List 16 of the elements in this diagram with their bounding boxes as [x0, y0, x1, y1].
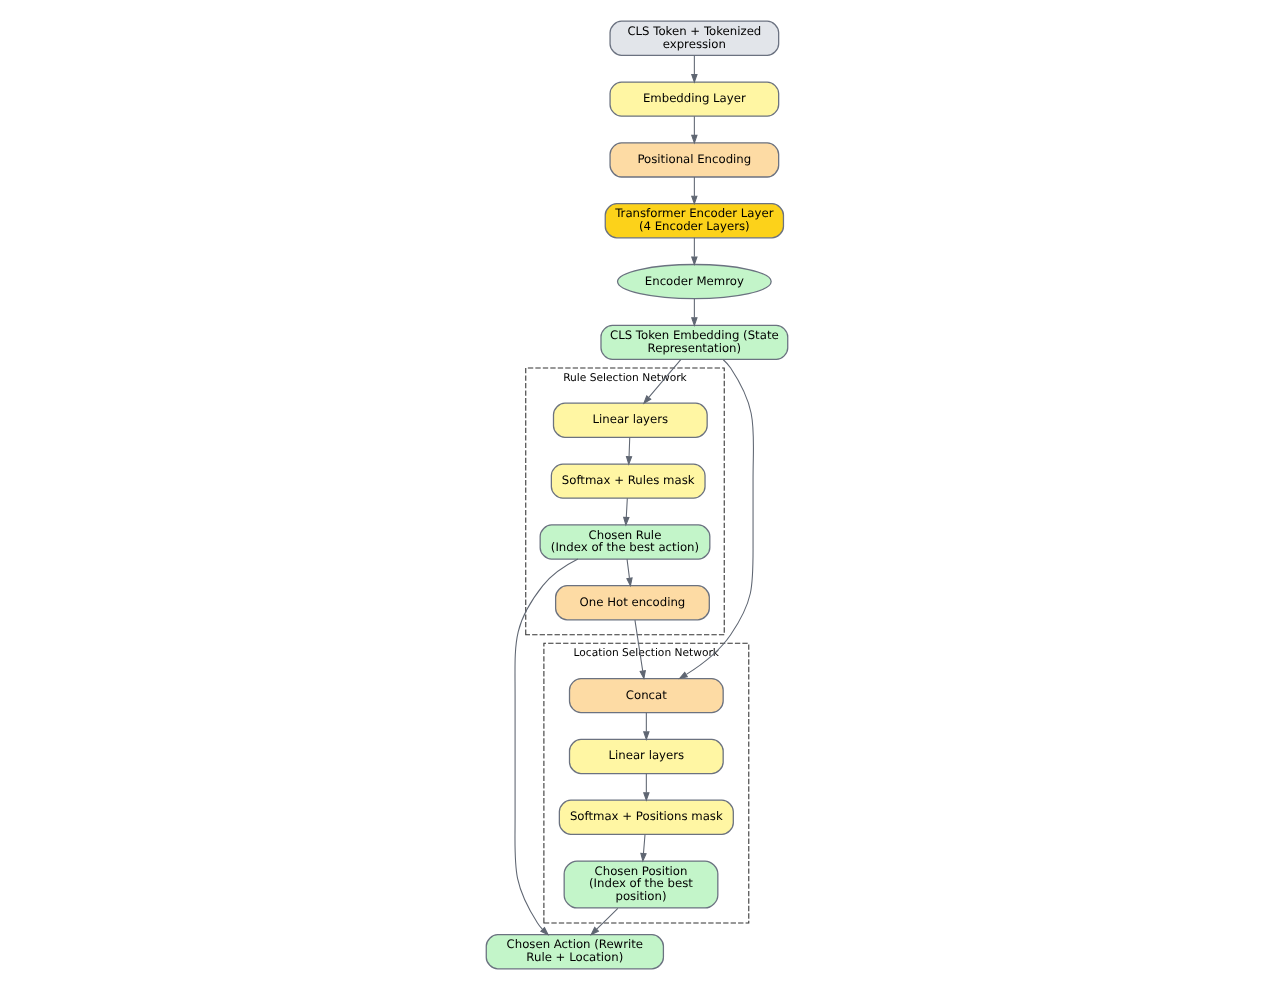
arrow	[642, 712, 650, 741]
arrow	[626, 558, 633, 588]
arrow	[642, 773, 650, 802]
arrow	[691, 176, 698, 206]
arrow	[691, 298, 698, 327]
arrow	[625, 436, 633, 466]
arrow	[691, 54, 698, 84]
arrow	[514, 558, 579, 936]
arrow	[634, 619, 646, 681]
arrow	[691, 115, 698, 145]
arrow	[590, 907, 619, 936]
arrow	[642, 359, 682, 405]
arrow	[678, 359, 755, 680]
arrow	[622, 497, 630, 527]
arrow	[691, 237, 698, 267]
arrow	[640, 833, 647, 863]
